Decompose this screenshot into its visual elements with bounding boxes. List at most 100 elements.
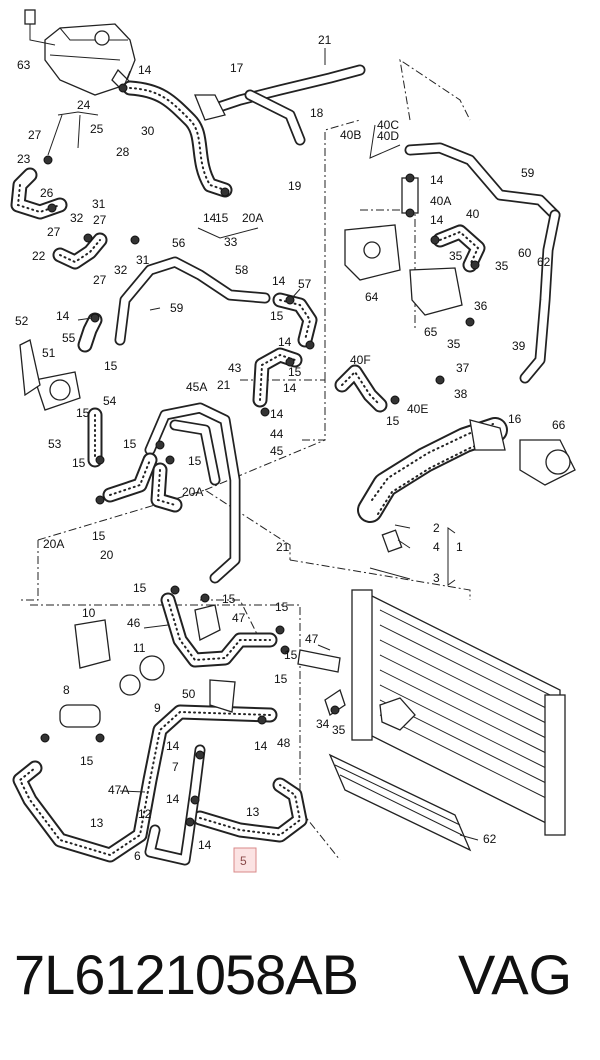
- callout-32: 32: [70, 211, 84, 225]
- callout-37: 37: [456, 361, 470, 375]
- callout-5-highlighted: 5: [240, 854, 247, 868]
- callout-14e: 14: [56, 309, 70, 323]
- callout-55: 56: [172, 236, 186, 250]
- callout-51: 52: [15, 314, 29, 328]
- callout-14m: 14: [198, 838, 212, 852]
- callout-22c: 21: [276, 540, 290, 554]
- callout-52: 53: [48, 437, 62, 451]
- callout-34: 34: [316, 717, 330, 731]
- callout-10: 10: [82, 606, 96, 620]
- callout-15h: 15: [72, 456, 86, 470]
- callout-14: 14: [138, 63, 152, 77]
- callout-12: 12: [138, 807, 152, 821]
- callout-2: 2: [433, 521, 440, 535]
- callout-47a: 48: [277, 736, 291, 750]
- callout-14g: 14: [270, 407, 284, 421]
- callout-15b: 15: [270, 309, 284, 323]
- callout-33: 33: [224, 235, 238, 249]
- radiator: [328, 589, 566, 852]
- callout-15j: 15: [386, 414, 400, 428]
- callout-6: 6: [134, 849, 141, 863]
- callout-15o: 15: [274, 672, 288, 686]
- callout-59: 60: [518, 246, 532, 260]
- callout-32b: 32: [114, 263, 128, 277]
- callout-15: 15: [215, 211, 229, 225]
- callout-50: 51: [42, 346, 56, 360]
- upper-hoses: [10, 64, 561, 584]
- callout-28d: 27: [93, 273, 107, 287]
- callout-40: 40: [466, 207, 480, 221]
- callout-26: 25: [90, 122, 104, 136]
- callout-35d: 35: [332, 723, 346, 737]
- callout-14d: 14: [278, 335, 292, 349]
- callout-18: 18: [310, 106, 324, 120]
- callout-24: 23: [17, 152, 31, 166]
- callout-20a: 20A: [182, 485, 203, 499]
- callout-15e: 15: [76, 406, 90, 420]
- callout-40c: 40C: [377, 118, 399, 132]
- lower-hoses: [12, 592, 341, 866]
- callout-15i: 15: [92, 529, 106, 543]
- callout-4: 4: [433, 540, 440, 554]
- callout-19: 19: [288, 179, 302, 193]
- callout-1: 1: [456, 540, 463, 554]
- callout-15l: 15: [222, 592, 236, 606]
- callout-36: 36: [474, 299, 488, 313]
- callout-13: 13: [246, 805, 260, 819]
- callout-62: 62: [483, 832, 497, 846]
- components: [19, 224, 576, 731]
- callout-15p: 15: [80, 754, 94, 768]
- callout-48: 50: [182, 687, 196, 701]
- callout-15n: 15: [284, 648, 298, 662]
- callout-14i: 14: [430, 213, 444, 227]
- callout-22b: 21: [217, 378, 231, 392]
- callout-8: 8: [63, 683, 70, 697]
- callout-39: 39: [512, 339, 526, 353]
- callout-23: 22: [32, 249, 46, 263]
- callout-66: 66: [552, 418, 566, 432]
- callout-29: 28: [116, 145, 130, 159]
- callout-14j: 14: [166, 739, 180, 753]
- hose-clamps: [40, 83, 480, 827]
- callout-9: 9: [154, 701, 161, 715]
- callout-15m: 15: [275, 600, 289, 614]
- callout-46: 47: [232, 611, 246, 625]
- callout-54: 55: [62, 331, 76, 345]
- callout-42: 44: [270, 427, 284, 441]
- callout-13b: 13: [90, 816, 104, 830]
- callout-11: 11: [133, 641, 146, 655]
- callout-40b: 40B: [340, 128, 361, 142]
- callout-15c: 15: [104, 359, 118, 373]
- callout-15k: 15: [133, 581, 147, 595]
- callout-64: 64: [365, 290, 379, 304]
- callout-40f: 40F: [350, 353, 371, 367]
- callout-40e: 40E: [407, 402, 428, 416]
- callout-58b: 59: [521, 166, 535, 180]
- callout-14b: 14: [203, 211, 217, 225]
- callout-16: 16: [508, 412, 522, 426]
- callout-45a: 47: [305, 632, 319, 646]
- callout-27: 26: [40, 186, 54, 200]
- callout-21b: 20A: [43, 537, 64, 551]
- callout-47: 47A: [108, 783, 129, 797]
- callout-28c: 27: [93, 213, 107, 227]
- callout-22: 21: [318, 33, 332, 47]
- callout-35b: 35: [495, 259, 509, 273]
- callout-38: 38: [454, 387, 468, 401]
- callout-60: 62: [537, 255, 551, 269]
- callout-28b: 27: [47, 225, 61, 239]
- part-number: 7L6121058AB: [14, 943, 359, 1006]
- callout-65: 65: [424, 325, 438, 339]
- callout-44: 45A: [186, 380, 207, 394]
- callout-53: 54: [103, 394, 117, 408]
- leader-lines: [47, 48, 479, 841]
- callout-3: 3: [433, 571, 440, 585]
- callout-15g: 15: [188, 454, 202, 468]
- callout-35c: 35: [447, 337, 461, 351]
- callout-7: 7: [172, 760, 179, 774]
- callout-40d: 40D: [377, 129, 399, 143]
- callout-14h: 14: [430, 173, 444, 187]
- callout-30: 30: [141, 124, 155, 138]
- callout-28: 27: [28, 128, 42, 142]
- callout-40a: 40A: [430, 194, 451, 208]
